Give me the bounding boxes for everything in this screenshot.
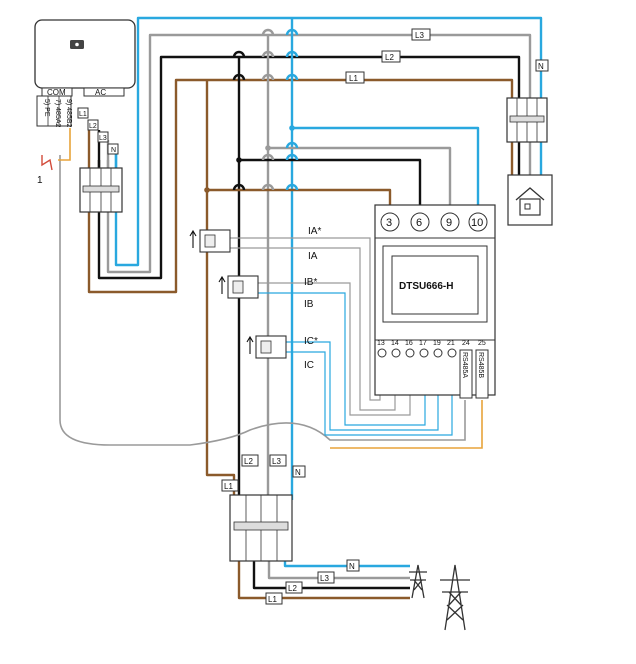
label-ia: IA [308,251,318,262]
terminal-16: 16 [405,340,413,347]
house-icon [507,174,553,226]
label-ic: IC [304,360,314,371]
label-top-l3: L3 [415,31,424,40]
meter-bottom-terminals: 13 14 16 17 19 21 24 25 RS485A RS485B [377,340,489,399]
com-pin-485b2: 9) 485B2 [65,99,72,128]
ct-c [246,335,287,359]
terminal-9: 9 [446,217,452,229]
ac-pin-n: N [111,147,116,154]
wire-l2-top [97,55,521,280]
ac-label: AC [95,88,106,97]
terminal-17: 17 [419,340,427,347]
ac-pin-l3: L3 [99,135,107,142]
label-ic-star: IC* [304,336,318,347]
bottom-wire-labels: L1 L2 L3 N [221,454,306,492]
label-ia-star: IA* [308,226,321,237]
ac-pin-l2: L2 [89,123,97,130]
com-pin-485a2: 7) 485A2 [54,99,61,128]
ac-pin-l1: L1 [79,111,87,118]
meter-top-terminals: 3 6 9 10 [380,212,488,232]
comm-cable [59,155,466,446]
terminal-13: 13 [377,340,385,347]
terminal-24: 24 [462,340,470,347]
ct-a [189,229,231,253]
terminal-10: 10 [471,217,483,229]
grid-breaker [229,494,293,562]
terminal-21: 21 [447,340,455,347]
rs485-cable [58,128,483,449]
rs485a-label: RS485A [461,352,468,378]
wire-n-top [114,16,543,267]
terminal-3: 3 [386,217,392,229]
terminal-25: 25 [478,340,486,347]
terminal-6: 6 [416,217,422,229]
terminal-14: 14 [391,340,399,347]
inverter: COM AC 5) PE 7) 485A2 9) 485B2 [34,19,136,128]
inverter-icon [70,40,84,49]
ac-pin-tags: L1 L2 L3 N [77,107,119,155]
rs485b-label: RS485B [477,352,484,378]
top-wire-labels: L3 L2 L1 N [345,28,549,84]
terminal-19: 19 [433,340,441,347]
label-top-l2: L2 [385,53,394,62]
transmission-tower-icon [409,564,470,631]
house-breaker [506,97,548,143]
label-ib-star: IB* [304,277,317,288]
label-top-l1: L1 [349,74,358,83]
com-label: COM [47,88,66,97]
wire-l1-top [87,78,514,294]
wire-l3-top [106,33,532,274]
ct-b [218,275,259,299]
label-top-n: N [538,62,544,71]
inverter-breaker [79,167,123,213]
label-ib: IB [304,299,314,310]
com-pin-pe: 5) PE [43,99,50,117]
label-grid-l2: L2 [288,584,297,593]
energy-meter: DTSU666-H [374,204,496,396]
grid-wire-labels: N L3 L2 L1 [265,559,360,605]
label-grid-l1: L1 [268,595,277,604]
label-grid-l3: L3 [320,574,329,583]
label-grid-n: N [349,562,355,571]
label-bottom-l3: L3 [272,457,281,466]
label-bottom-l1: L1 [224,482,233,491]
label-bottom-n: N [295,468,301,477]
meter-name: DTSU666-H [399,281,453,292]
callout-number: 1 [37,175,43,186]
label-bottom-l2: L2 [244,457,253,466]
